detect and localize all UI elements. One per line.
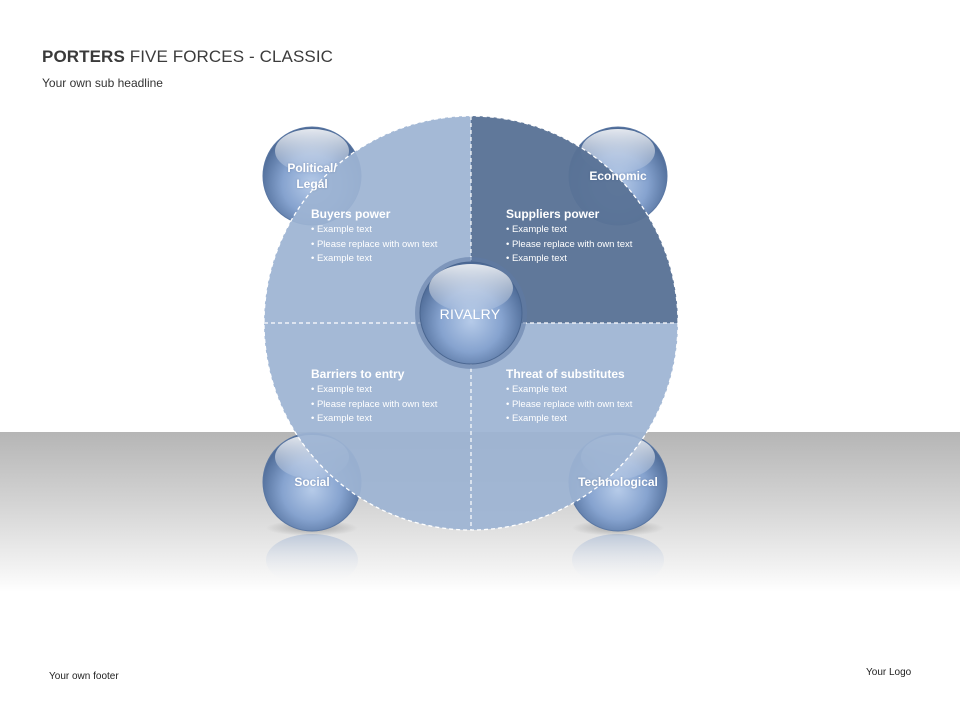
sphere-reflection <box>266 534 358 586</box>
quadrant-heading: Barriers to entry <box>311 367 405 381</box>
quadrant-heading: Threat of substitutes <box>506 367 625 381</box>
bullet-item: Example text <box>506 223 681 238</box>
corner-label-social: Social <box>294 475 330 489</box>
footer-text: Your own footer <box>49 671 119 682</box>
bullet-item: Example text <box>311 412 486 427</box>
sphere-reflection <box>572 534 664 586</box>
bullet-item: Example text <box>506 383 681 398</box>
quadrant-text-buyers-power: Buyers power Example text Please replace… <box>311 207 486 267</box>
bullet-list: Example text Please replace with own tex… <box>311 223 486 267</box>
bullet-item: Please replace with own text <box>311 238 486 253</box>
quadrant-bottom-left <box>264 323 471 530</box>
bullet-item: Example text <box>506 252 681 267</box>
quadrant-text-barriers-to-entry: Barriers to entry Example text Please re… <box>311 367 486 427</box>
bullet-list: Example text Please replace with own tex… <box>506 383 681 427</box>
quadrant-text-threat-of-substitutes: Threat of substitutes Example text Pleas… <box>506 367 681 427</box>
corner-label-technological: Technological <box>578 475 658 489</box>
title-strong: PORTERS <box>42 47 125 66</box>
quadrant-top-right <box>471 116 678 323</box>
quadrant-heading: Suppliers power <box>506 207 600 221</box>
quadrant-text-suppliers-power: Suppliers power Example text Please repl… <box>506 207 681 267</box>
sphere-rivalry <box>415 257 527 369</box>
bullet-item: Example text <box>506 412 681 427</box>
corner-label-political-legal: Political/Legal <box>287 161 337 191</box>
bullet-item: Example text <box>311 223 486 238</box>
bullet-list: Example text Please replace with own tex… <box>506 223 681 267</box>
bullet-item: Please replace with own text <box>506 238 681 253</box>
title-rest: FIVE FORCES - CLASSIC <box>124 47 334 66</box>
quadrant-heading: Buyers power <box>311 207 391 221</box>
corner-label-economic: Economic <box>589 169 647 183</box>
page-title: PORTERS FIVE FORCES - CLASSIC <box>42 47 333 67</box>
center-label-rivalry: RIVALRY <box>439 306 501 322</box>
bullet-item: Example text <box>311 383 486 398</box>
bullet-item: Please replace with own text <box>311 398 486 413</box>
bullet-item: Please replace with own text <box>506 398 681 413</box>
logo-placeholder: Your Logo <box>866 667 912 678</box>
page-subtitle: Your own sub headline <box>42 76 163 90</box>
bullet-list: Example text Please replace with own tex… <box>311 383 486 427</box>
quadrant-top-left <box>264 116 471 323</box>
bullet-item: Example text <box>311 252 486 267</box>
quadrant-bottom-right <box>471 323 678 530</box>
